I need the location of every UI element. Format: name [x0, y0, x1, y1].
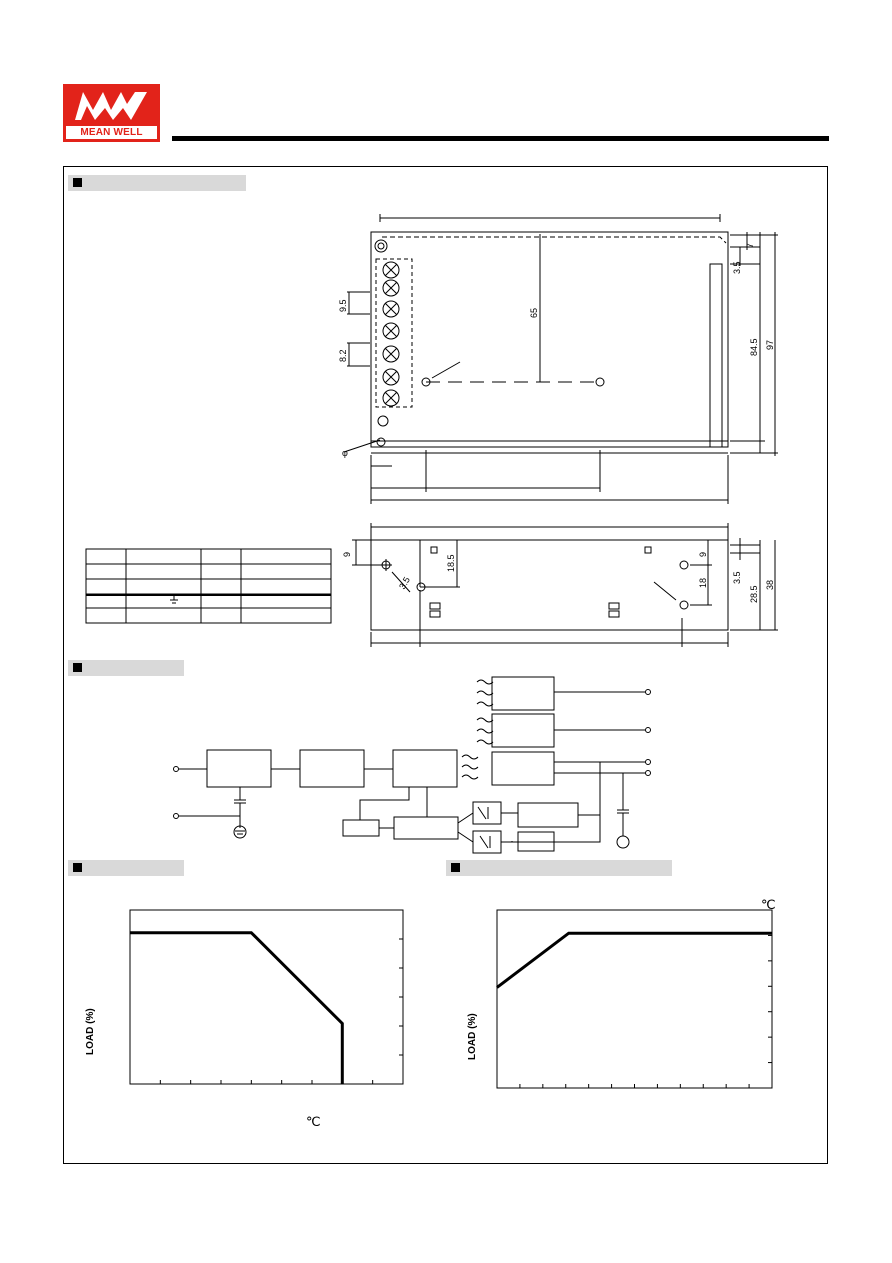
dim-label: 65 — [529, 308, 539, 318]
earth-ground-icon — [233, 825, 247, 839]
block-pwm-control — [393, 816, 459, 840]
mean-well-logo: MEAN WELL — [63, 84, 160, 142]
load-line — [496, 931, 772, 989]
dim-label: 97 — [765, 340, 775, 350]
mechanical-drawing — [85, 214, 778, 647]
dim-label: 3.5 — [732, 571, 742, 584]
mount-hole — [595, 377, 605, 387]
terminal-screws — [382, 261, 400, 407]
terminal-block — [375, 258, 413, 408]
side-view-outline — [370, 539, 729, 631]
plot-area — [496, 909, 773, 1089]
block-emi-filter — [206, 749, 272, 788]
block-diagram — [173, 676, 651, 854]
block-detection — [517, 802, 579, 828]
section-header-derating — [68, 860, 184, 876]
derating-line — [130, 931, 344, 1084]
header-rule — [172, 136, 829, 141]
x-axis-unit: ℃ — [306, 1114, 321, 1129]
earth-ground-icon — [616, 835, 630, 849]
dim-label: 9 — [342, 552, 352, 557]
y-axis-label: LOAD (%) — [85, 1008, 96, 1055]
dim-label: 28.5 — [749, 585, 759, 603]
section-marker — [73, 663, 82, 672]
section-header-block-diagram — [68, 660, 184, 676]
block-output-3 — [491, 676, 555, 711]
photo-coupler — [472, 830, 502, 854]
block-oscillator — [342, 819, 380, 837]
plot-area — [129, 909, 404, 1085]
section-marker — [73, 863, 82, 872]
dim-label: 3.5 — [397, 575, 412, 591]
dimension-labels: 7 3.5 65 84.5 97 9.5 8.2 φ 9 18.5 3.5 9 … — [338, 243, 775, 603]
input-terminal — [173, 766, 179, 772]
mount-hole — [376, 437, 386, 447]
dim-label: 18.5 — [446, 554, 456, 572]
x-axis-unit: ℃ — [761, 897, 776, 912]
dim-label: 9 — [698, 552, 708, 557]
top-view-outline — [370, 231, 729, 448]
pin-assignment-table — [85, 548, 332, 624]
section-header-static — [446, 860, 672, 876]
section-marker — [73, 178, 82, 187]
input-terminal — [173, 813, 179, 819]
dim-label: 8.2 — [338, 349, 348, 362]
block-switching — [392, 749, 458, 788]
transformer-coil-icon — [461, 679, 494, 780]
content-frame — [63, 166, 828, 1164]
mw-mark-icon — [75, 92, 147, 120]
diameter-symbol: φ — [342, 448, 348, 458]
dim-label: 9.5 — [338, 299, 348, 312]
dim-label: 38 — [765, 580, 775, 590]
y-axis-label: LOAD (%) — [467, 1013, 478, 1060]
block-rectifier — [299, 749, 365, 788]
static-chart: LOAD (%) ℃ — [467, 897, 776, 1089]
dim-label: 3.5 — [732, 261, 742, 274]
section-header-mechanical — [68, 175, 246, 191]
block-output-1 — [491, 751, 555, 786]
section-marker — [451, 863, 460, 872]
dim-label: 18 — [698, 578, 708, 588]
dim-label: 7 — [745, 243, 755, 248]
derating-chart: LOAD (%) ℃ — [85, 909, 404, 1129]
brand-name: MEAN WELL — [66, 126, 157, 139]
block-output-2 — [491, 713, 555, 748]
dim-label: 84.5 — [749, 338, 759, 356]
photo-coupler — [472, 801, 502, 825]
